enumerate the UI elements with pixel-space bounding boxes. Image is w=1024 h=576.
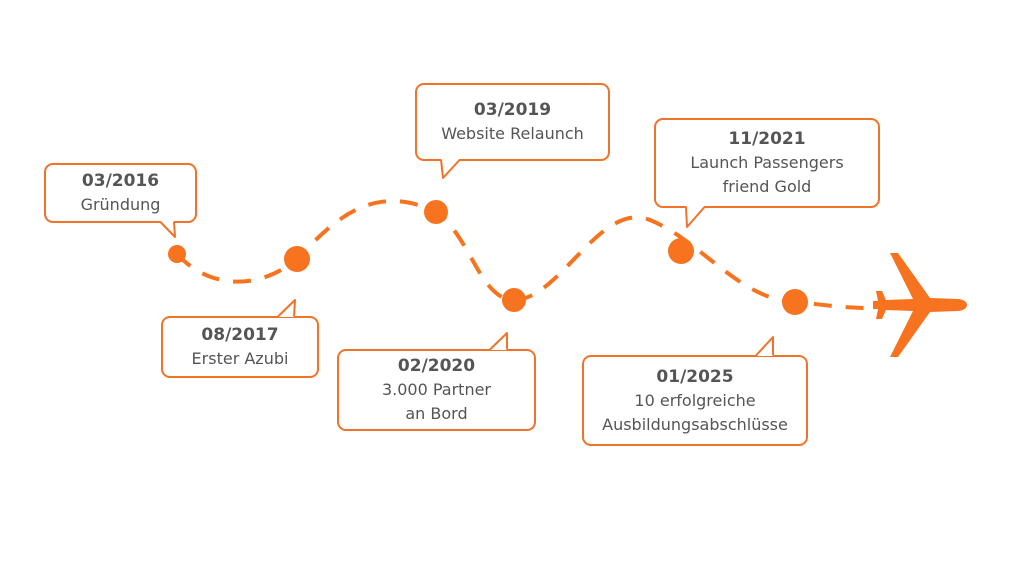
milestone-dot <box>782 289 808 315</box>
milestone-dot <box>168 245 186 263</box>
milestone-text: an Bord <box>405 404 468 423</box>
milestone-text: Launch Passengers <box>690 153 844 172</box>
milestone-box-2017: 08/2017 Erster Azubi <box>161 316 319 378</box>
milestone-dot <box>502 288 526 312</box>
milestone-text: friend Gold <box>722 177 812 196</box>
milestone-text: Ausbildungsabschlüsse <box>602 414 788 434</box>
milestone-box-2020: 02/2020 3.000 Partner an Bord <box>337 349 536 431</box>
milestone-dot <box>668 238 694 264</box>
milestone-text: 10 erfolgreiche <box>634 390 756 410</box>
milestone-date: 01/2025 <box>656 366 734 387</box>
milestone-box-2021: 11/2021 Launch Passengers friend Gold <box>654 118 880 208</box>
milestone-text: Website Relaunch <box>441 124 584 143</box>
milestone-date: 02/2020 <box>397 356 476 376</box>
milestone-date: 08/2017 <box>201 325 279 345</box>
milestone-dot <box>424 200 448 224</box>
milestone-text: 3.000 Partner <box>381 380 492 399</box>
milestone-text: Gründung <box>80 195 161 214</box>
dashed-route <box>175 199 871 310</box>
milestone-date: 03/2016 <box>81 171 160 191</box>
airplane-icon <box>873 253 967 357</box>
milestone-dot <box>284 246 310 272</box>
milestone-box-2019: 03/2019 Website Relaunch <box>415 83 610 161</box>
milestone-date: 11/2021 <box>728 129 806 149</box>
milestone-date: 03/2019 <box>473 100 552 120</box>
milestone-text: Erster Azubi <box>191 349 289 368</box>
milestone-box-2025: 01/2025 10 erfolgreiche Ausbildungsabsch… <box>582 355 808 446</box>
milestone-box-2016: 03/2016 Gründung <box>44 163 197 223</box>
